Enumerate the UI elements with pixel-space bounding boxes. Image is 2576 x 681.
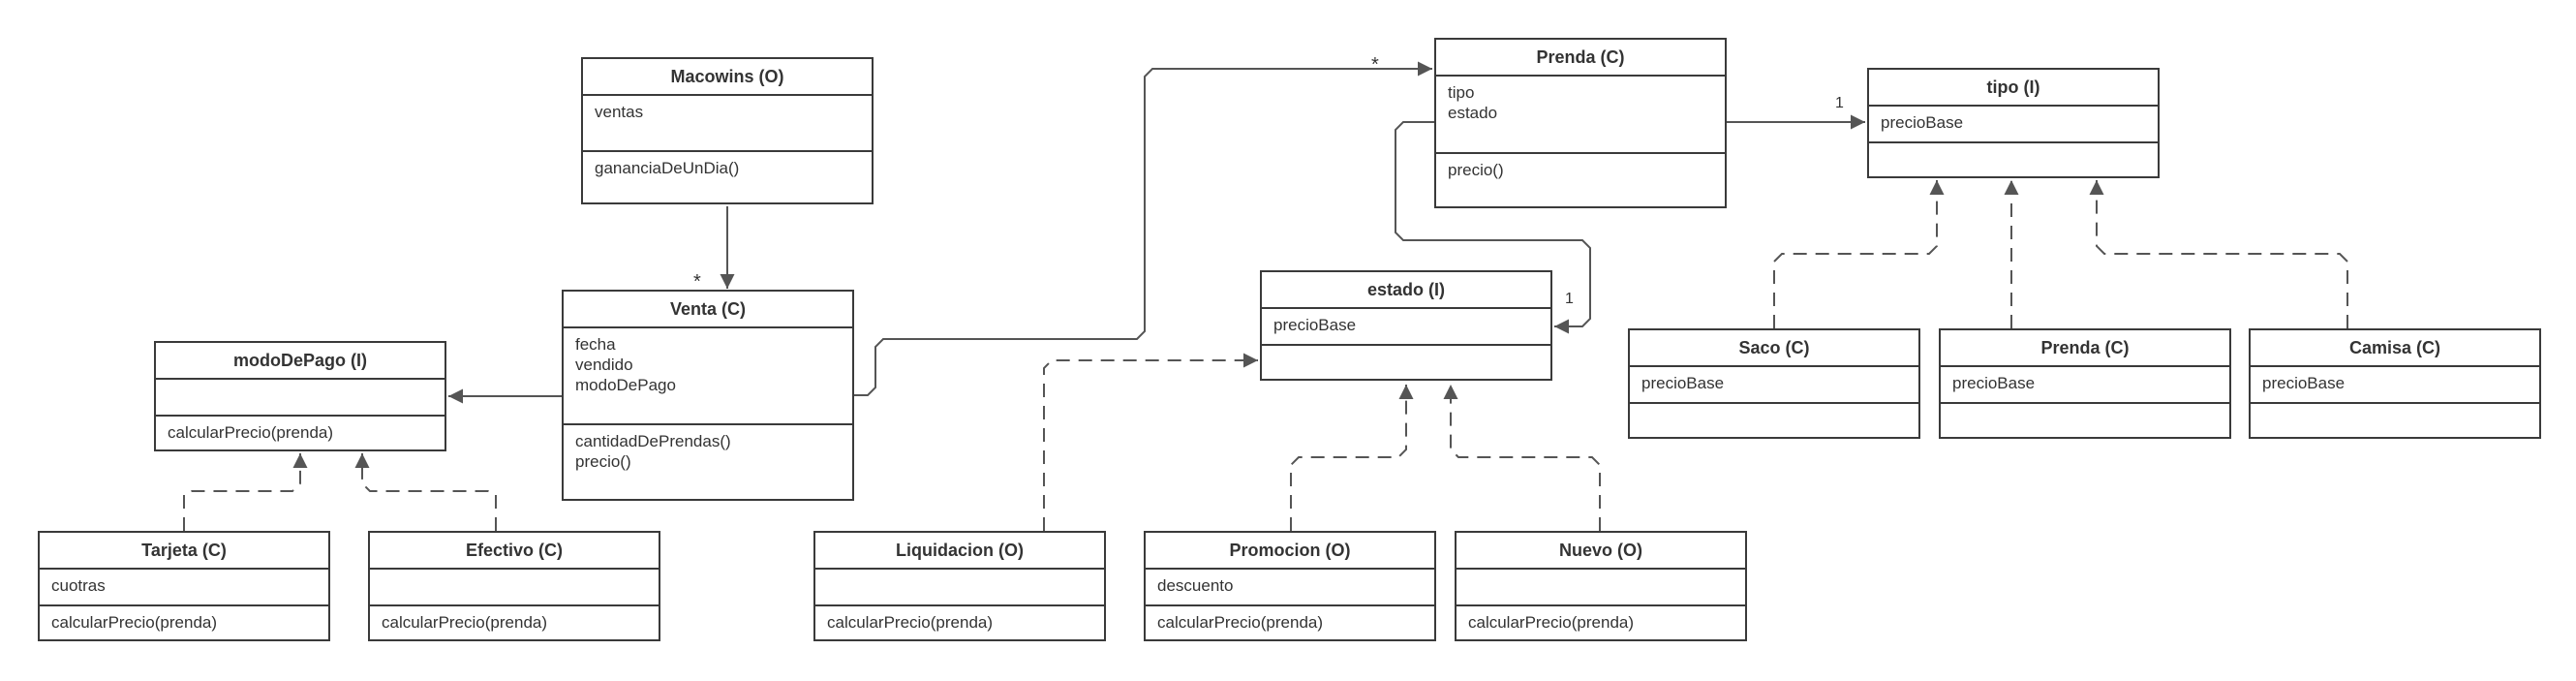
class-attribute: estado [1448, 104, 1498, 122]
class-method: calcularPrecio(prenda) [168, 423, 334, 442]
multiplicity-label: * [1371, 54, 1379, 76]
class-attributes [156, 380, 445, 417]
relation-promocion-estado [1290, 385, 1414, 531]
relation-tarjeta-modopago [183, 453, 308, 531]
class-attribute: precioBase [2262, 374, 2346, 392]
class-attributes: fecha vendido modoDePago [564, 328, 852, 425]
class-methods [1262, 346, 1550, 383]
class-name: Efectivo (C) [370, 533, 659, 570]
class-box-promocion: Promocion (O) descuento calcularPrecio(pre… [1144, 531, 1436, 641]
class-methods: calcularPrecio(prenda) [156, 417, 445, 453]
class-box-macowins: Macowins (O) ventas gananciaDeUnDia() [581, 57, 874, 204]
class-attributes [815, 570, 1104, 606]
class-attribute: precioBase [1952, 374, 2036, 392]
class-attribute: fecha [575, 335, 616, 354]
class-method: calcularPrecio(prenda) [1157, 613, 1324, 632]
class-attributes: precioBase [1630, 367, 1918, 404]
class-attributes [1457, 570, 1745, 606]
class-box-venta: Venta (C) fecha vendido modoDePago cantidadD… [562, 290, 854, 501]
multiplicity-label: * [693, 271, 701, 293]
class-method: calcularPrecio(prenda) [51, 613, 218, 632]
class-method: gananciaDeUnDia() [595, 159, 740, 177]
class-methods: cantidadDePrendas() precio() [564, 425, 852, 503]
relation-nuevo-estado [1443, 385, 1601, 531]
class-box-liquidacion: Liquidacion (O) calcularPrecio(prenda) [813, 531, 1106, 641]
class-methods: calcularPrecio(prenda) [1457, 606, 1745, 643]
class-attribute: precioBase [1881, 113, 1964, 132]
class-attributes: precioBase [1869, 107, 2158, 143]
class-attributes: precioBase [1262, 309, 1550, 346]
class-attribute: ventas [595, 103, 644, 121]
relation-efectivo-modopago [354, 453, 497, 531]
class-attributes: ventas [583, 96, 872, 152]
class-methods [2251, 404, 2539, 441]
class-name: Promocion (O) [1146, 533, 1434, 570]
class-attribute: tipo [1448, 83, 1475, 102]
class-name: Tarjeta (C) [40, 533, 328, 570]
class-method: calcularPrecio(prenda) [382, 613, 548, 632]
class-methods: precio() [1436, 154, 1725, 210]
class-methods: gananciaDeUnDia() [583, 152, 872, 206]
relation-camisa-tipo [2089, 180, 2348, 328]
class-methods: calcularPrecio(prenda) [40, 606, 328, 643]
relation-saco-tipo [1773, 180, 1945, 328]
class-attribute: precioBase [1641, 374, 1725, 392]
relation-liquidacion-estado [1043, 353, 1258, 531]
class-attributes: descuento [1146, 570, 1434, 606]
class-methods [1941, 404, 2229, 441]
class-name: Nuevo (O) [1457, 533, 1745, 570]
class-methods: calcularPrecio(prenda) [370, 606, 659, 643]
class-box-prenda: Prenda (C) tipo estado precio() [1434, 38, 1727, 208]
class-name: Camisa (C) [2251, 330, 2539, 367]
class-attribute: modoDePago [575, 376, 676, 394]
multiplicity-label: 1 [1565, 291, 1574, 307]
class-name: modoDePago (I) [156, 343, 445, 380]
class-name: Macowins (O) [583, 59, 872, 96]
class-attribute: precioBase [1273, 316, 1357, 334]
class-box-camisa: Camisa (C) precioBase [2249, 328, 2541, 439]
class-methods [1869, 143, 2158, 180]
class-box-prenda2: Prenda (C) precioBase [1939, 328, 2231, 439]
class-name: Prenda (C) [1941, 330, 2229, 367]
class-name: Saco (C) [1630, 330, 1918, 367]
class-attribute: descuento [1157, 576, 1234, 595]
class-method: precio() [575, 452, 631, 471]
class-method: calcularPrecio(prenda) [827, 613, 994, 632]
relation-venta-prenda [854, 61, 1432, 396]
class-name: Venta (C) [564, 292, 852, 328]
class-name: tipo (I) [1869, 70, 2158, 107]
class-name: Liquidacion (O) [815, 533, 1104, 570]
class-box-modopago: modoDePago (I) calcularPrecio(prenda) [154, 341, 446, 451]
class-attributes: tipo estado [1436, 77, 1725, 154]
multiplicity-label: 1 [1835, 95, 1844, 111]
class-name: estado (I) [1262, 272, 1550, 309]
class-attributes: precioBase [1941, 367, 2229, 404]
class-attributes: precioBase [2251, 367, 2539, 404]
class-attribute: vendido [575, 356, 633, 374]
class-box-saco: Saco (C) precioBase [1628, 328, 1920, 439]
class-methods [1630, 404, 1918, 441]
class-attributes [370, 570, 659, 606]
class-methods: calcularPrecio(prenda) [1146, 606, 1434, 643]
relation-prenda-estado [1395, 121, 1591, 334]
class-method: precio() [1448, 161, 1504, 179]
class-box-tipo: tipo (I) precioBase [1867, 68, 2160, 178]
class-box-tarjeta: Tarjeta (C) cuotras calcularPrecio(prenda) [38, 531, 330, 641]
class-attribute: cuotras [51, 576, 106, 595]
class-name: Prenda (C) [1436, 40, 1725, 77]
class-attributes: cuotras [40, 570, 328, 606]
class-box-efectivo: Efectivo (C) calcularPrecio(prenda) [368, 531, 660, 641]
class-box-estado: estado (I) precioBase [1260, 270, 1552, 381]
class-methods: calcularPrecio(prenda) [815, 606, 1104, 643]
class-method: cantidadDePrendas() [575, 432, 731, 450]
class-method: calcularPrecio(prenda) [1468, 613, 1635, 632]
class-box-nuevo: Nuevo (O) calcularPrecio(prenda) [1455, 531, 1747, 641]
